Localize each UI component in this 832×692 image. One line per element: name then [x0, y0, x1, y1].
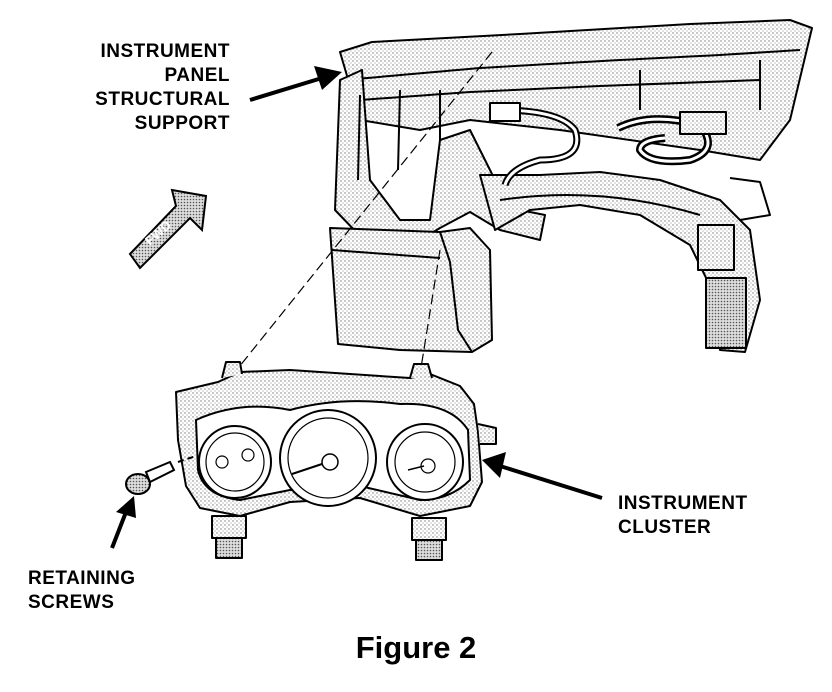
retaining-screw — [125, 455, 197, 495]
label-instrument-cluster: INSTRUMENT CLUSTER — [618, 492, 748, 540]
arrow-retaining-screws-head — [116, 496, 136, 518]
label-instrument-panel-structural-support: INSTRUMENT PANEL STRUCTURAL SUPPORT — [84, 40, 230, 136]
label-line: CLUSTER — [618, 517, 712, 538]
label-retaining-screws: RETAINING SCREWS — [28, 567, 136, 615]
arrow-instrument-cluster — [499, 464, 603, 500]
instrument-cluster — [175, 361, 497, 561]
arrow-structural-support — [249, 76, 323, 102]
label-line: SCREWS — [28, 592, 115, 613]
arrow-structural-support-head — [314, 66, 342, 90]
label-line: INSTRUMENT — [618, 493, 748, 514]
figure-caption: Figure 2 — [355, 630, 477, 665]
label-line: STRUCTURAL — [95, 89, 230, 110]
label-line: SUPPORT — [134, 113, 230, 134]
label-line: INSTRUMENT — [100, 41, 230, 62]
callout-arrows — [110, 66, 603, 549]
forward-direction-arrow: FWD — [128, 188, 208, 270]
instrument-panel-structural-support — [329, 19, 813, 353]
arrow-retaining-screws — [110, 511, 128, 549]
label-line: PANEL — [164, 65, 230, 86]
alignment-lines — [234, 51, 493, 375]
arrow-instrument-cluster-head — [482, 452, 506, 478]
label-line: RETAINING — [28, 568, 136, 589]
